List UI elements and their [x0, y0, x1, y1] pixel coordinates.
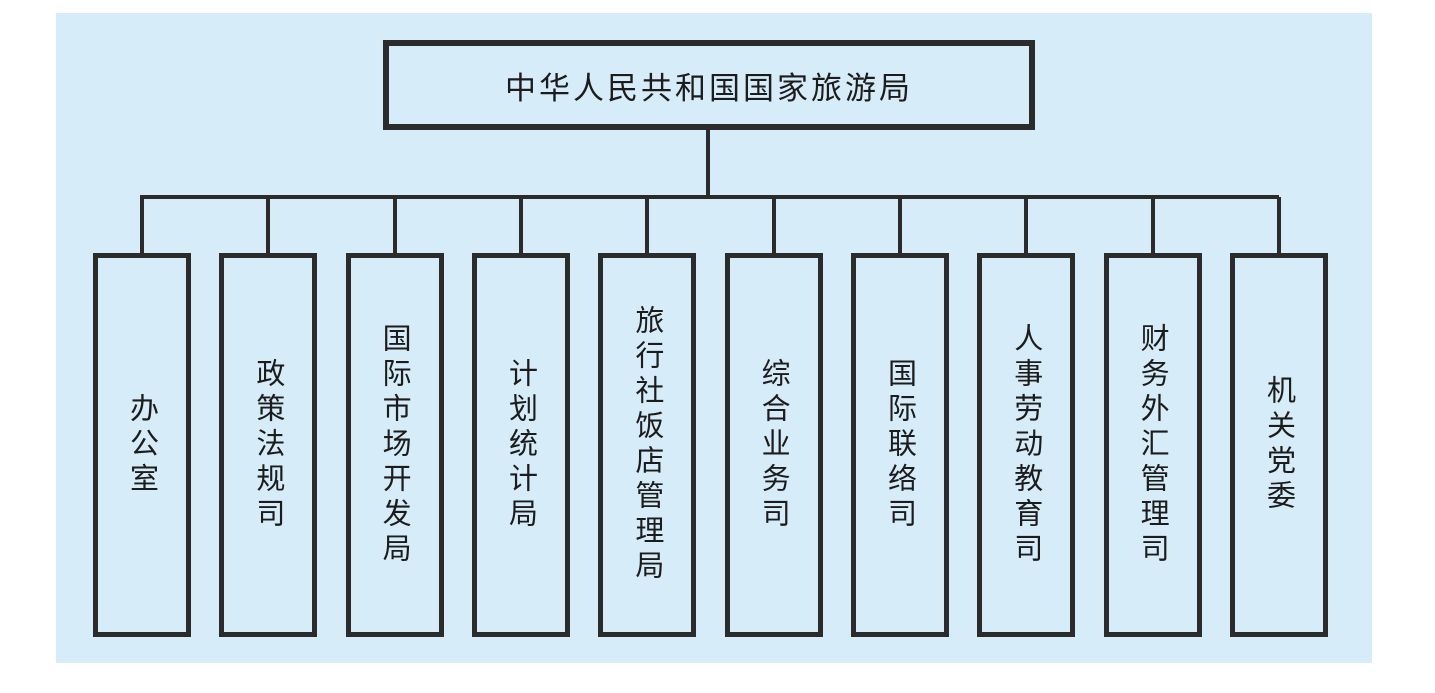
department-box: 办公室: [93, 253, 191, 637]
dept-cell: 人事劳动教育司: [977, 197, 1076, 637]
department-label: 办公室: [125, 392, 160, 498]
dept-cell: 办公室: [93, 197, 191, 637]
department-label: 旅行社饭店管理局: [630, 305, 665, 585]
department-label: 综合业务司: [757, 357, 792, 533]
department-box: 机关党委: [1229, 253, 1328, 637]
dept-cell: 机关党委: [1229, 197, 1328, 637]
dept-cell: 财务外汇管理司: [1103, 197, 1202, 637]
connector-drop-line: [1150, 197, 1155, 253]
dept-cell: 国际联络司: [850, 197, 949, 637]
department-box: 政策法规司: [219, 253, 318, 637]
department-box: 人事劳动教育司: [977, 253, 1076, 637]
connector-drop-line: [518, 197, 523, 253]
department-box: 综合业务司: [724, 253, 823, 637]
root-box: 中华人民共和国国家旅游局: [383, 40, 1035, 130]
connector-drop-line: [1276, 197, 1281, 253]
department-box: 计划统计局: [471, 253, 570, 637]
connector-horizontal-line: [140, 195, 1279, 199]
department-box: 旅行社饭店管理局: [598, 253, 697, 637]
department-box: 财务外汇管理司: [1103, 253, 1202, 637]
dept-cell: 旅行社饭店管理局: [598, 197, 697, 637]
department-row: 办公室 政策法规司 国际市场开发局 计划统计局 旅行社饭店管理局: [93, 197, 1328, 637]
root-label: 中华人民共和国国家旅游局: [505, 70, 913, 107]
department-label: 政策法规司: [251, 357, 286, 533]
department-label: 财务外汇管理司: [1136, 322, 1171, 568]
connector-drop-line: [1024, 197, 1029, 253]
dept-cell: 政策法规司: [219, 197, 318, 637]
connector-stem-line: [706, 130, 710, 197]
dept-cell: 国际市场开发局: [345, 197, 444, 637]
department-label: 机关党委: [1262, 375, 1297, 515]
department-label: 人事劳动教育司: [1009, 322, 1044, 568]
connector-drop-line: [897, 197, 902, 253]
department-label: 计划统计局: [504, 357, 539, 533]
dept-cell: 计划统计局: [471, 197, 570, 637]
connector-drop-line: [645, 197, 650, 253]
connector-drop-line: [771, 197, 776, 253]
connector-drop-line: [266, 197, 271, 253]
department-label: 国际市场开发局: [378, 322, 413, 568]
connector-drop-line: [140, 197, 144, 253]
connector-drop-line: [392, 197, 397, 253]
dept-cell: 综合业务司: [724, 197, 823, 637]
department-label: 国际联络司: [883, 357, 918, 533]
department-box: 国际市场开发局: [345, 253, 444, 637]
department-box: 国际联络司: [850, 253, 949, 637]
